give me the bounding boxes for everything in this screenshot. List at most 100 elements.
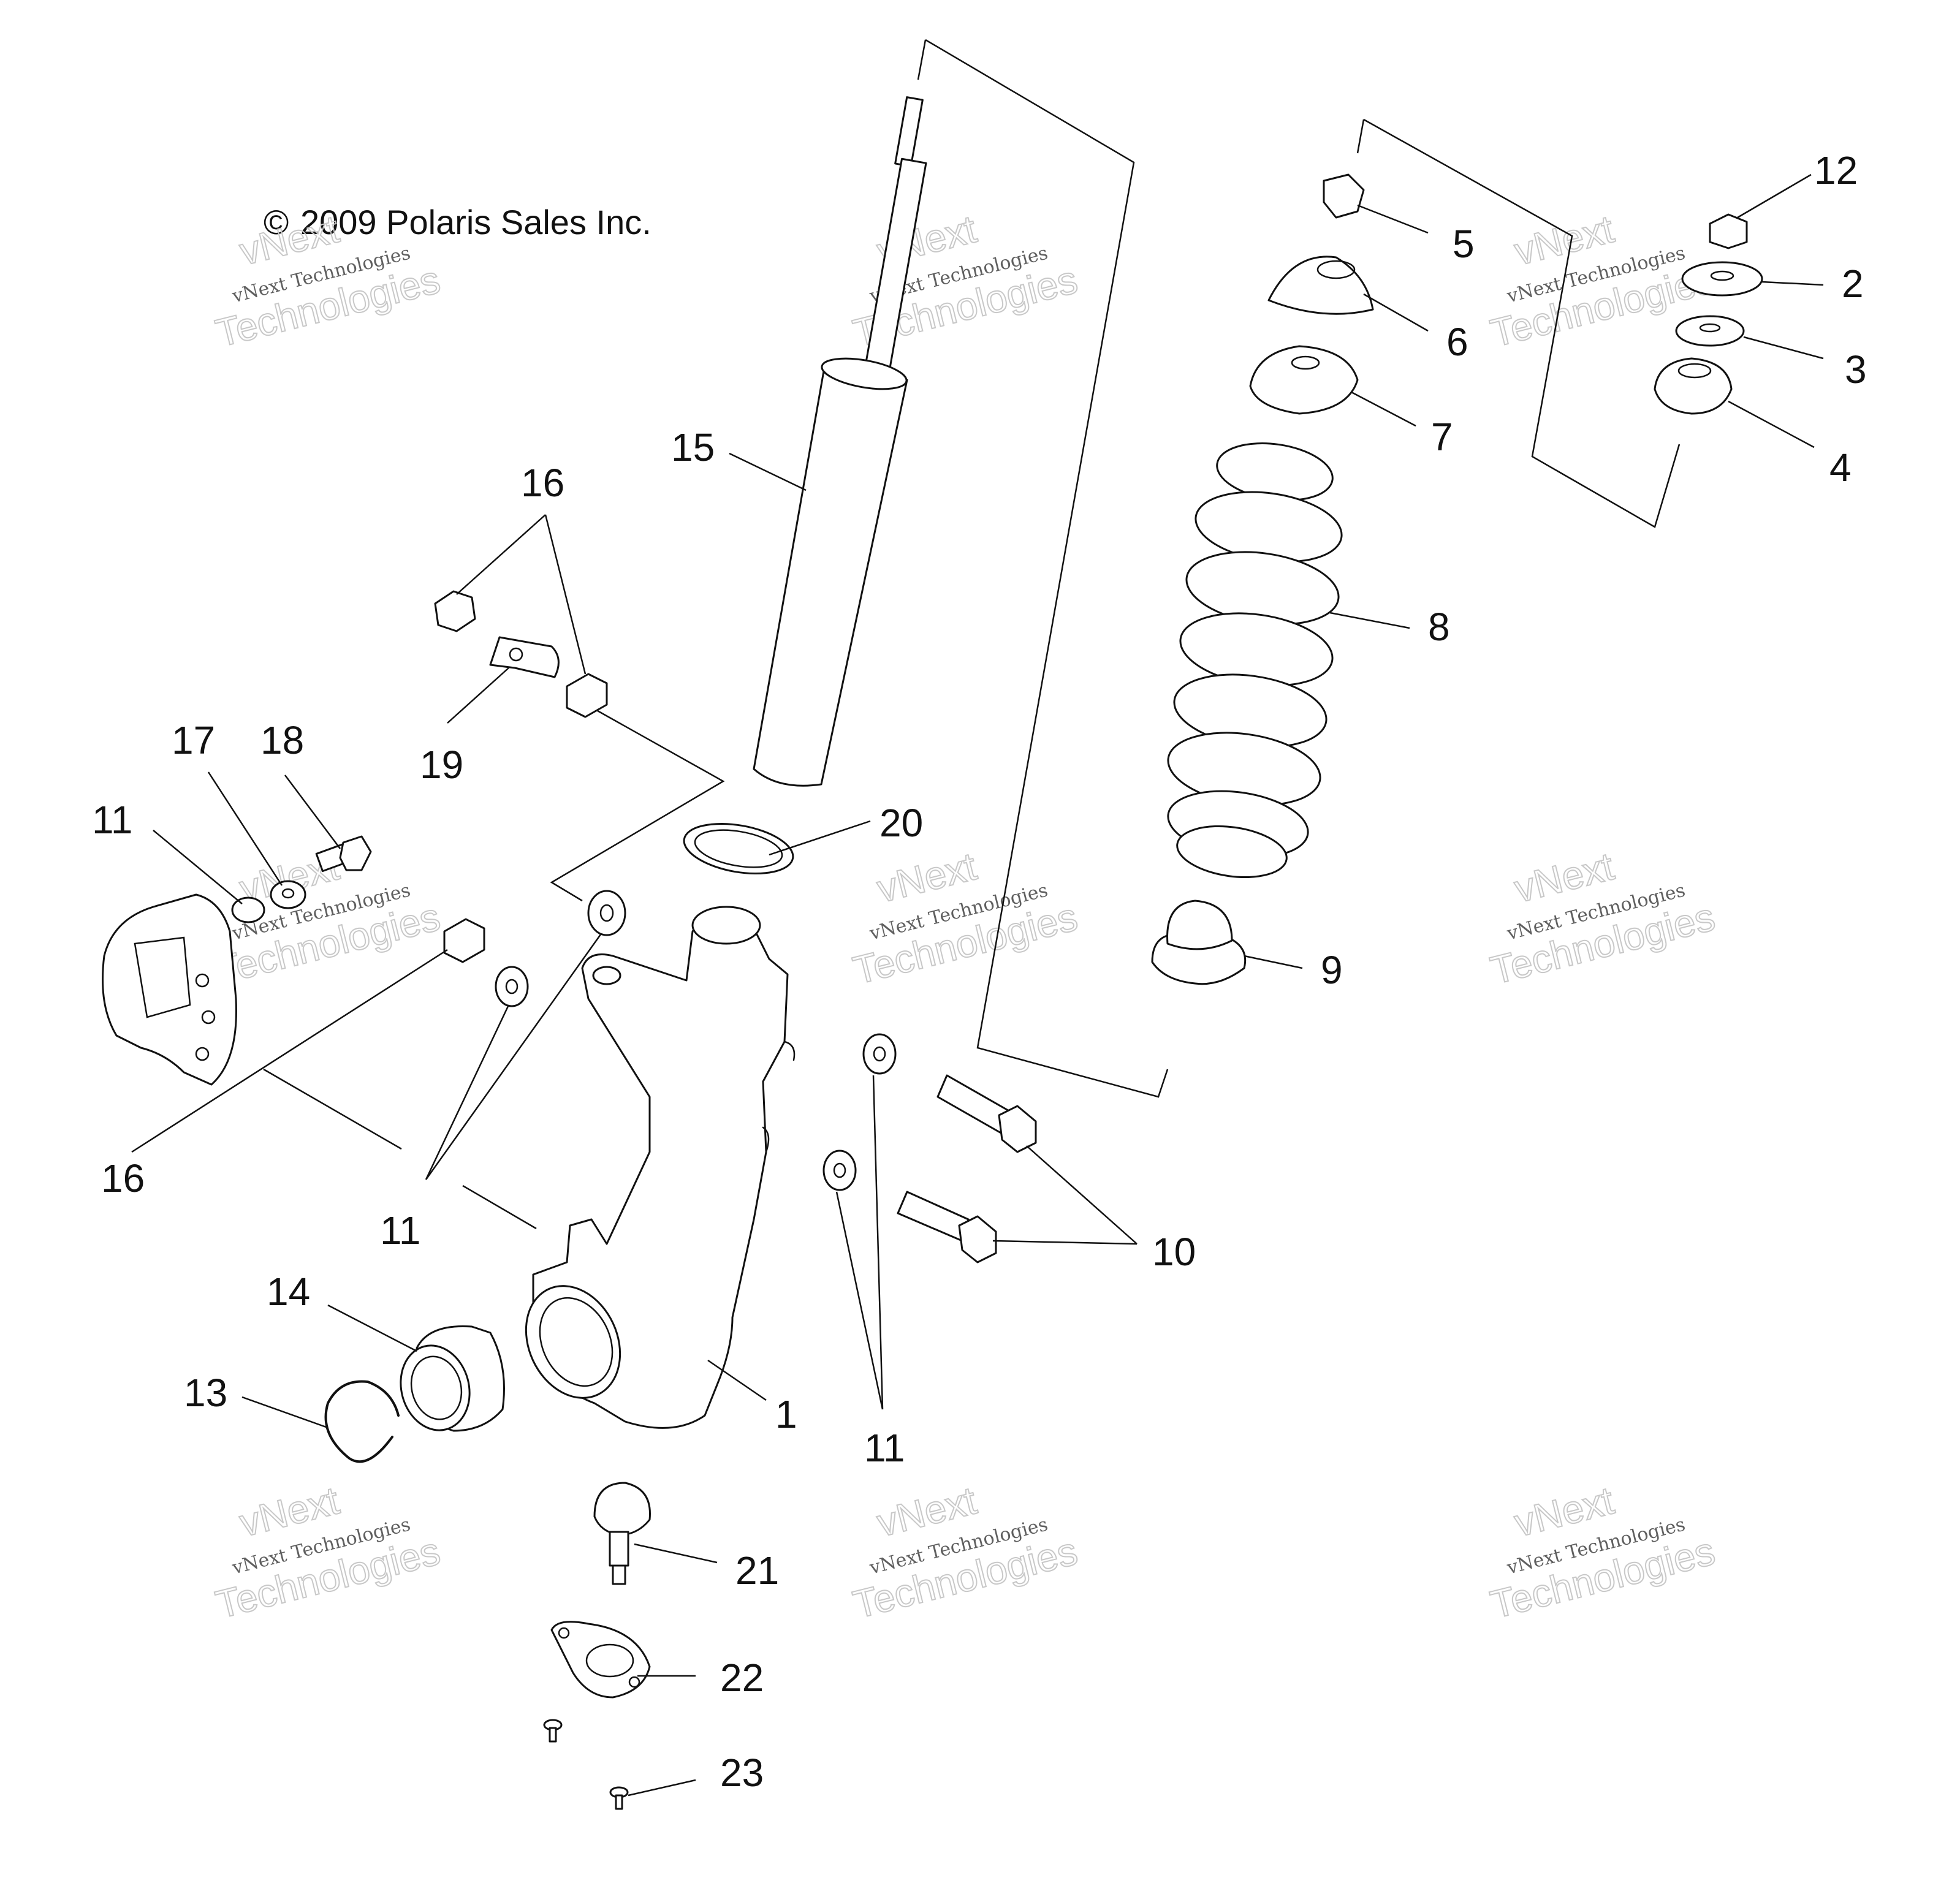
washer-part-11-a[interactable]: [587, 890, 626, 936]
watermark: vNext vNext Technologies Technologies: [848, 206, 1082, 356]
clip-part-19[interactable]: [489, 636, 560, 678]
knuckle-ear: [762, 1126, 770, 1153]
callout-12: 12: [1814, 148, 1858, 192]
watermark: vNext vNext Technologies Technologies: [1486, 843, 1720, 993]
seal-ring-part-20[interactable]: [680, 816, 797, 881]
retainer-plate-part-22[interactable]: [550, 1621, 651, 1699]
leader-3: [1743, 336, 1824, 360]
spring-seat-shape: [1249, 345, 1359, 415]
leader-19: [447, 667, 509, 724]
bolt-part-18[interactable]: [315, 835, 372, 873]
upper-seat-hole: [1316, 260, 1356, 279]
clip-shape: [489, 636, 560, 678]
leader-10-b: [992, 1240, 1138, 1245]
washer-hole: [1710, 270, 1734, 281]
callout-11-right: 11: [864, 1426, 905, 1470]
washer-part-11-caliper[interactable]: [231, 896, 265, 923]
callout-15: 15: [671, 425, 715, 469]
nut-part-12[interactable]: [1709, 213, 1748, 249]
knuckle-strut-bore: [691, 906, 761, 945]
callout-17: 17: [172, 718, 215, 762]
callout-4: 4: [1829, 445, 1852, 490]
washer-part-11-d[interactable]: [822, 1150, 857, 1191]
callout-8: 8: [1428, 605, 1450, 649]
steering-knuckle-part-1[interactable]: [509, 906, 796, 1429]
washer-shape: [587, 890, 626, 936]
nut-part-16-top[interactable]: [434, 590, 476, 632]
retainer-plate-shape: [550, 1621, 651, 1699]
seal-ring-inner: [694, 829, 783, 868]
callout-13: 13: [184, 1371, 227, 1415]
leader-8: [1329, 612, 1410, 629]
leader-15: [729, 452, 807, 491]
screw-part-23-lower[interactable]: [609, 1786, 629, 1810]
caliper-detail: [134, 936, 191, 1018]
washer-shape: [862, 1033, 897, 1075]
washer-hole: [873, 1046, 886, 1062]
bushing-part-4[interactable]: [1654, 357, 1733, 415]
bump-stop-upper: [1166, 900, 1233, 950]
callout-labels: 15 5 6 7 8 9 12 2 3 4 20 16 19 17 18 11 …: [92, 148, 1867, 1795]
callout-23: 23: [720, 1751, 764, 1795]
leader-16-top-a: [456, 514, 546, 595]
bolt-part-10-upper[interactable]: [936, 1074, 1037, 1153]
nut-part-16-mid[interactable]: [566, 673, 608, 718]
strut-part-15[interactable]: [753, 96, 927, 787]
caliper-hole: [195, 973, 210, 988]
leader-21: [634, 1543, 718, 1564]
leader-lines: [131, 173, 1824, 1797]
bolt-head: [998, 1105, 1037, 1153]
coil-spring-part-8[interactable]: [1163, 436, 1346, 884]
washer-hole: [599, 904, 614, 922]
strut-rod: [862, 157, 927, 382]
strut-rod-tip: [894, 96, 924, 167]
nut-hex: [1323, 173, 1365, 219]
screw-part-23-upper[interactable]: [543, 1719, 563, 1743]
caliper-body: [102, 893, 237, 1086]
nut-part-16-lower[interactable]: [443, 918, 485, 963]
callout-3: 3: [1845, 347, 1867, 392]
callout-5: 5: [1453, 222, 1475, 266]
washer-part-11-b[interactable]: [495, 966, 529, 1007]
upper-seat-part-6[interactable]: [1267, 256, 1374, 315]
nut-hex: [1709, 213, 1748, 249]
leader-14: [327, 1304, 417, 1352]
callout-7: 7: [1431, 415, 1453, 459]
washer-part-3[interactable]: [1675, 315, 1745, 347]
bushing-shape: [1654, 357, 1733, 415]
bolt-part-10-lower[interactable]: [897, 1191, 997, 1264]
knuckle-ear: [783, 1040, 796, 1061]
washer-part-17[interactable]: [270, 880, 306, 909]
washer-shape: [1681, 261, 1763, 297]
nut-hex: [434, 590, 476, 632]
leader-11-left-b: [425, 934, 602, 1180]
leader-11-right-b: [835, 1191, 884, 1410]
leader-7: [1351, 391, 1416, 427]
bearing-inner: [410, 1355, 463, 1420]
watermark: vNext vNext Technologies Technologies: [848, 1477, 1082, 1627]
bolt-shank: [897, 1191, 970, 1242]
callout-21: 21: [735, 1548, 779, 1593]
leader-2: [1761, 281, 1824, 286]
screw-shank: [549, 1727, 557, 1743]
bolt-head: [958, 1215, 997, 1264]
bump-stop-part-9[interactable]: [1151, 900, 1247, 985]
nut-hex: [566, 673, 608, 718]
copyright-symbol: ©: [264, 203, 289, 241]
washer-shape: [231, 896, 265, 923]
ball-joint-part-21[interactable]: [593, 1482, 651, 1585]
washer-part-2[interactable]: [1681, 261, 1763, 297]
wheel-bearing-part-14[interactable]: [392, 1325, 505, 1438]
spring-seat-part-7[interactable]: [1249, 345, 1359, 415]
washer-part-11-c[interactable]: [862, 1033, 897, 1075]
callout-19: 19: [420, 743, 463, 787]
strut-group-bracket-top: [917, 39, 927, 80]
snap-ring-part-13[interactable]: [324, 1380, 400, 1463]
leader-13: [241, 1396, 329, 1429]
knuckle-ear-hole: [592, 966, 621, 985]
nut-part-5[interactable]: [1323, 173, 1365, 219]
screw-shank: [615, 1794, 623, 1810]
leader-5: [1357, 204, 1429, 234]
leader-11-left-a: [425, 1004, 510, 1180]
callout-22: 22: [720, 1656, 764, 1700]
